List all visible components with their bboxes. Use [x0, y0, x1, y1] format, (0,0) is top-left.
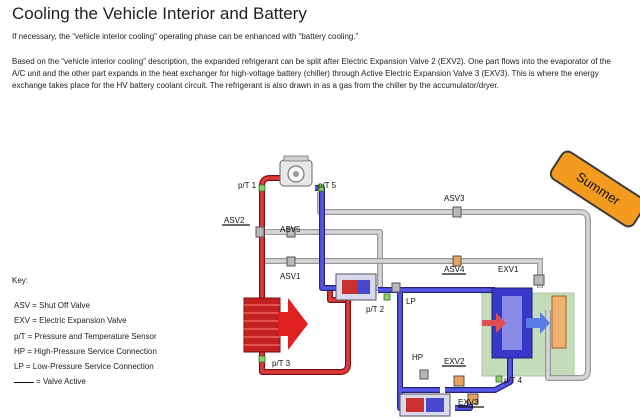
key-item-pt: p/T = Pressure and Temperature Sensor — [14, 331, 157, 341]
label-pt2: p/T 2 — [366, 305, 385, 314]
intro-paragraph: If necessary, the “vehicle interior cool… — [12, 32, 359, 41]
airflow-arrow-icon — [278, 298, 308, 350]
key-item-hp: HP = High-Pressure Service Connection — [14, 346, 157, 356]
condenser-icon — [243, 297, 308, 353]
label-asv3: ASV3 — [444, 194, 465, 203]
label-pt1: p/T 1 — [238, 181, 257, 190]
label-pt5: p/T 5 — [318, 181, 337, 190]
key-valve-active-text: = Valve Active — [36, 377, 86, 387]
accumulator-icon — [399, 393, 451, 417]
key-list: ASV = Shut Off Valve EXV = Electric Expa… — [14, 298, 157, 390]
internal-heat-exchanger-icon — [335, 273, 377, 301]
valve-asv2-icon — [255, 226, 265, 238]
label-asv2: ASV2 — [224, 216, 245, 225]
label-hp: HP — [412, 353, 423, 362]
sensor-pt1-icon — [258, 184, 266, 192]
valve-lp-icon — [391, 282, 401, 293]
label-exv3: EXV3 — [458, 398, 479, 407]
label-exv1: EXV1 — [498, 265, 519, 274]
valve-exv3-icon — [467, 393, 479, 405]
sensor-pt2-icon — [383, 293, 391, 301]
label-pt4: p/T 4 — [504, 376, 523, 385]
label-asv4: ASV4 — [444, 265, 465, 274]
valve-asv5-icon — [286, 227, 296, 238]
valve-asv4-icon — [452, 255, 462, 267]
valve-exv2-icon — [453, 375, 465, 387]
page-title: Cooling the Vehicle Interior and Battery — [12, 4, 307, 23]
refrigerant-circuit-diagram: p/T 1 p/T 5 ASV3 ASV2 ASV5 ASV1 ASV4 EXV… — [222, 155, 591, 417]
valve-asv1-icon — [286, 256, 296, 267]
sensor-pt5-icon — [317, 184, 325, 192]
active-valve-markers — [222, 224, 484, 408]
valve-active-line-icon — [14, 381, 34, 383]
sensor-pt3-icon — [258, 355, 266, 363]
label-exv2: EXV2 — [444, 357, 465, 366]
chiller-icon — [482, 287, 567, 359]
key-title: Key: — [12, 276, 29, 285]
key-item-lp: LP = Low-Pressure Service Connection — [14, 362, 154, 372]
label-asv5: ASV5 — [280, 225, 301, 234]
valve-icons — [255, 206, 545, 405]
valve-asv3-icon — [452, 206, 462, 218]
key-item-valve-active: = Valve Active — [14, 374, 157, 389]
sensor-pt4-icon — [495, 375, 503, 383]
label-pt3: p/T 3 — [272, 359, 291, 368]
valve-hp-icon — [419, 369, 429, 380]
compressor-icon — [279, 155, 313, 187]
key-item-exv: EXV = Electric Expansion Valve — [14, 316, 127, 326]
label-lp: LP — [406, 297, 416, 306]
key-item-asv: ASV = Shut Off Valve — [14, 301, 90, 310]
description-paragraph: Based on the “vehicle interior cooling” … — [12, 57, 611, 90]
sensor-icons — [258, 184, 503, 383]
valve-exv1-icon — [533, 274, 545, 286]
label-asv1: ASV1 — [280, 272, 301, 281]
